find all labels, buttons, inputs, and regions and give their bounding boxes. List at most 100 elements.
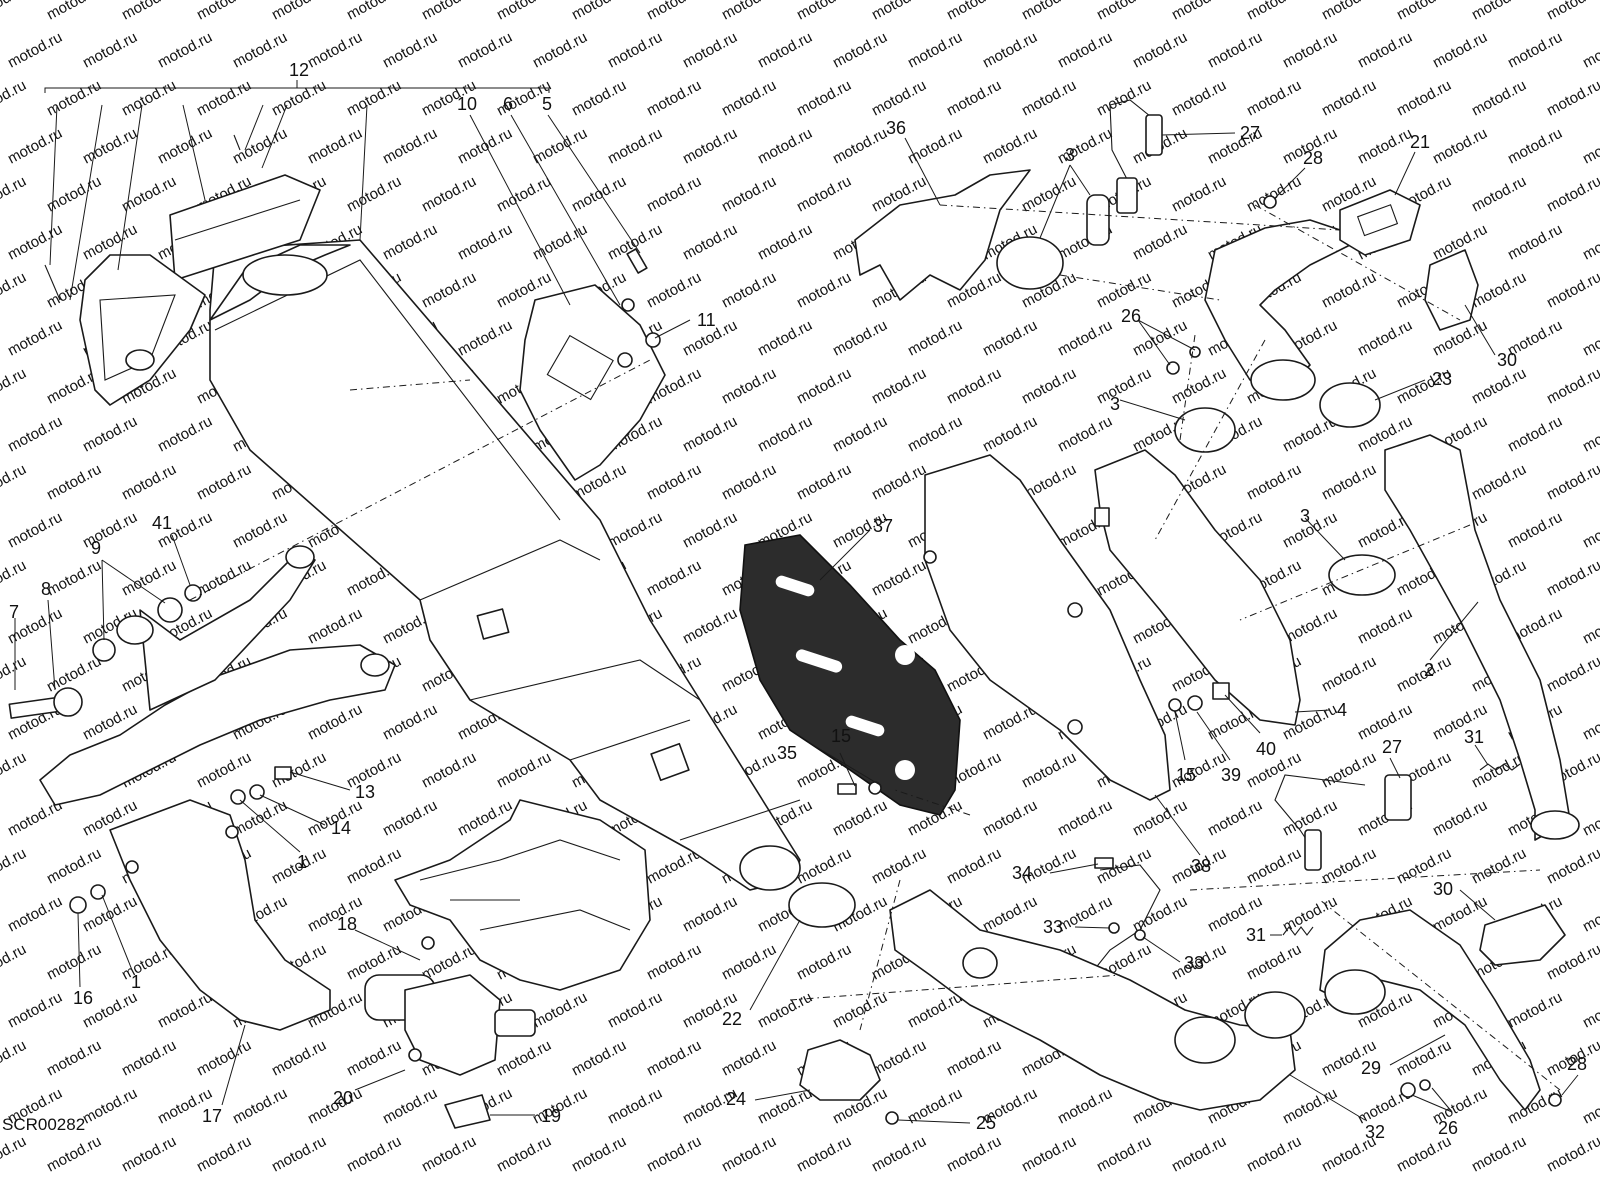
heat-shield-38 <box>923 454 1171 801</box>
callout-31: 31 <box>1246 925 1266 945</box>
diagram-code: SCR00282 <box>2 1115 85 1134</box>
watermark-text: motod.ru <box>830 125 890 168</box>
callout-28: 28 <box>1567 1054 1587 1074</box>
watermark-text: motod.ru <box>944 365 1004 408</box>
watermark-text: motod.ru <box>530 125 590 168</box>
clamp-3-right <box>1328 554 1396 596</box>
watermark-text: motod.ru <box>1205 29 1265 72</box>
watermark-text: motod.ru <box>1319 845 1379 888</box>
watermark-text: motod.ru <box>980 125 1040 168</box>
watermark-text: motod.ru <box>644 1037 704 1080</box>
watermark-text: motod.ru <box>869 557 929 600</box>
watermark-text: motod.ru <box>869 365 929 408</box>
watermark-text: motod.ru <box>494 749 554 792</box>
watermark-text: motod.ru <box>1319 0 1379 24</box>
watermark-text: motod.ru <box>380 797 440 840</box>
watermark-text: motod.ru <box>680 413 740 456</box>
watermark-text: motod.ru <box>569 1133 629 1176</box>
watermark-text: motod.ru <box>230 29 290 72</box>
watermark-text: motod.ru <box>680 509 740 552</box>
sensor-cable-34 <box>1089 857 1161 976</box>
watermark-text: motod.ru <box>794 269 854 312</box>
watermark-text: motod.ru <box>1319 653 1379 696</box>
watermark-text: motod.ru <box>5 221 65 264</box>
watermark-text: motod.ru <box>1019 365 1079 408</box>
watermark-text: motod.ru <box>80 125 140 168</box>
callout-25: 25 <box>976 1113 996 1133</box>
watermark-text: motod.ru <box>869 1133 929 1176</box>
end-cap-cover <box>169 174 321 281</box>
watermark-text: motod.ru <box>1580 125 1600 168</box>
watermark-text: motod.ru <box>794 173 854 216</box>
callout-35: 35 <box>777 743 797 763</box>
watermark-text: motod.ru <box>344 173 404 216</box>
watermark-text: motod.ru <box>194 0 254 24</box>
watermark-text: motod.ru <box>1169 0 1229 24</box>
watermark-text: motod.ru <box>1544 77 1600 120</box>
watermark-text: motod.ru <box>980 797 1040 840</box>
small-parts-15-39-40 <box>837 682 1230 795</box>
watermark-text: motod.ru <box>980 413 1040 456</box>
watermark-text: motod.ru <box>905 125 965 168</box>
callout-33: 33 <box>1043 917 1063 937</box>
watermark-text: motod.ru <box>644 941 704 984</box>
callout-21: 21 <box>1410 132 1430 152</box>
watermark-text: motod.ru <box>755 317 815 360</box>
callout-22: 22 <box>722 1009 742 1029</box>
watermark-text: motod.ru <box>0 845 29 888</box>
callout-7: 7 <box>9 602 19 622</box>
watermark-text: motod.ru <box>269 1133 329 1176</box>
watermark-text: motod.ru <box>830 413 890 456</box>
watermark-text: motod.ru <box>344 1133 404 1176</box>
callout-15: 15 <box>1176 765 1196 785</box>
watermark-text: motod.ru <box>680 893 740 936</box>
watermark-text: motod.ru <box>44 461 104 504</box>
watermark-text: motod.ru <box>1505 989 1565 1032</box>
callout-28: 28 <box>1303 148 1323 168</box>
callout-6: 6 <box>503 94 513 114</box>
callout-32: 32 <box>1365 1122 1385 1142</box>
watermark-text: motod.ru <box>1055 125 1115 168</box>
watermark-text: motod.ru <box>1544 557 1600 600</box>
watermark-text: motod.ru <box>5 989 65 1032</box>
watermark-text: motod.ru <box>230 509 290 552</box>
watermark-text: motod.ru <box>380 221 440 264</box>
watermark-text: motod.ru <box>269 0 329 24</box>
watermark-text: motod.ru <box>1544 0 1600 24</box>
watermark-text: motod.ru <box>194 1037 254 1080</box>
watermark-text: motod.ru <box>1319 461 1379 504</box>
watermark-text: motod.ru <box>1355 605 1415 648</box>
watermark-text: motod.ru <box>644 173 704 216</box>
watermark-text: motod.ru <box>1169 1133 1229 1176</box>
callout-36: 36 <box>886 118 906 138</box>
watermark-text: motod.ru <box>494 173 554 216</box>
watermark-text: motod.ru <box>719 173 779 216</box>
watermark-text: motod.ru <box>1505 413 1565 456</box>
watermark-text: motod.ru <box>155 29 215 72</box>
flange-21 <box>1339 189 1421 256</box>
watermark-text: motod.ru <box>1019 77 1079 120</box>
watermark-text: motod.ru <box>1580 605 1600 648</box>
callout-14: 14 <box>331 818 351 838</box>
watermark-text: motod.ru <box>0 173 29 216</box>
watermark-text: motod.ru <box>1544 269 1600 312</box>
heat-shield-24 <box>799 1039 881 1101</box>
watermark-text: motod.ru <box>944 845 1004 888</box>
watermark-text: motod.ru <box>0 1133 29 1176</box>
watermark-text: motod.ru <box>944 77 1004 120</box>
header-pipe-29 <box>1319 909 1541 1111</box>
watermark-text: motod.ru <box>905 29 965 72</box>
watermark-text: motod.ru <box>1469 269 1529 312</box>
watermark-text: motod.ru <box>1319 77 1379 120</box>
callout-27: 27 <box>1240 123 1260 143</box>
watermark-text: motod.ru <box>1244 941 1304 984</box>
gasket-30-top <box>1424 249 1479 331</box>
watermark-text: motod.ru <box>1280 29 1340 72</box>
callout-37: 37 <box>873 516 893 536</box>
watermark-text: motod.ru <box>1505 221 1565 264</box>
watermark-text: motod.ru <box>419 269 479 312</box>
watermark-text: motod.ru <box>80 509 140 552</box>
watermark-text: motod.ru <box>830 29 890 72</box>
watermark-text: motod.ru <box>0 557 29 600</box>
watermark-text: motod.ru <box>494 1133 554 1176</box>
